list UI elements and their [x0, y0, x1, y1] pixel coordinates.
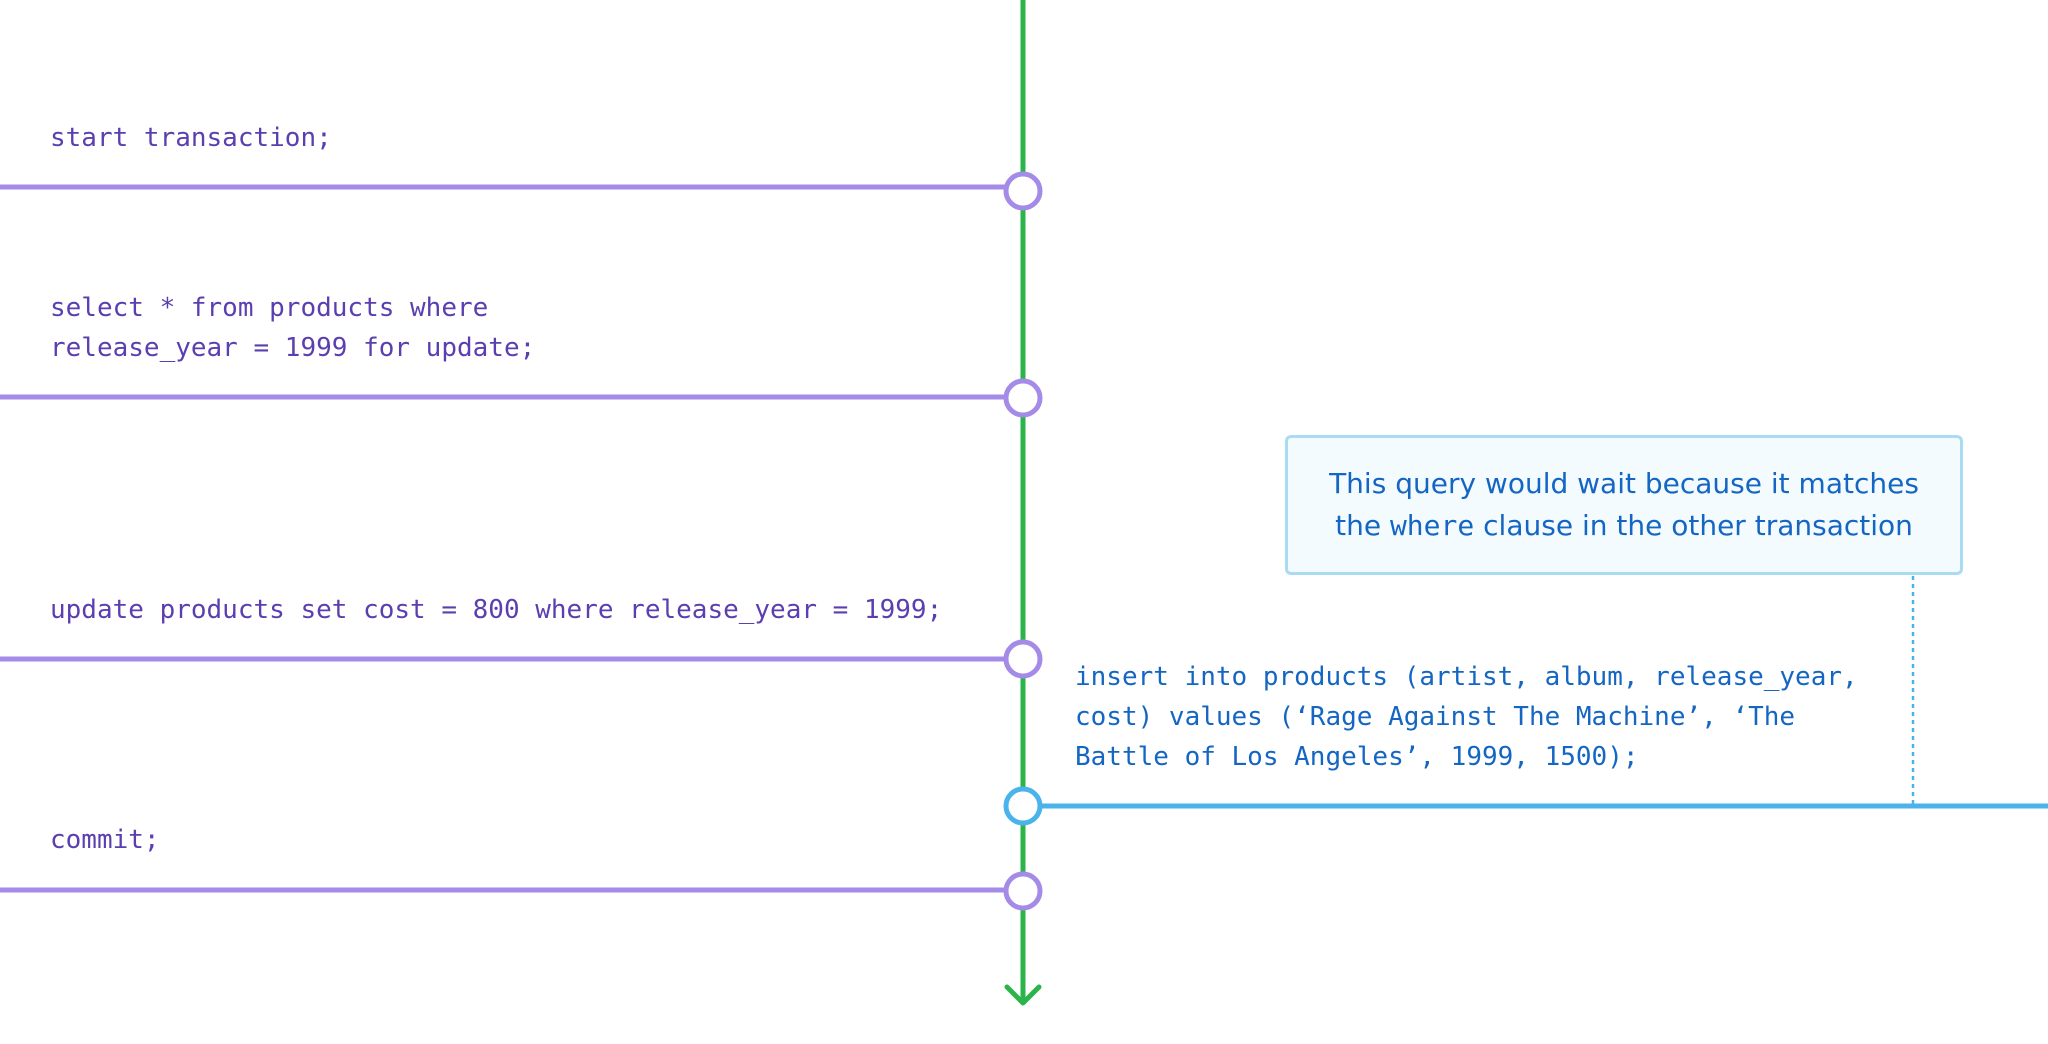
callout-line-2: the where clause in the other transactio… [1288, 505, 1960, 547]
statement-line: insert into products (artist, album, rel… [1075, 662, 1858, 692]
statement-line: cost) values (‘Rage Against The Machine’… [1075, 702, 1796, 732]
statement-line: Battle of Los Angeles’, 1999, 1500); [1075, 742, 1639, 772]
callout-text: clause in the other transaction [1474, 509, 1913, 542]
left-statement-commit: commit; [50, 820, 160, 860]
callout-text: the [1335, 509, 1390, 542]
statement-line: update products set cost = 800 where rel… [50, 595, 943, 625]
right-step-node-1 [1003, 786, 1043, 826]
callout-line-1: This query would wait because it matches [1329, 467, 1919, 500]
left-step-node-1 [1003, 171, 1043, 211]
statement-line: start transaction; [50, 123, 332, 153]
callout-keyword: where [1389, 509, 1475, 542]
left-step-node-3 [1003, 639, 1043, 679]
lock-wait-callout: This query would wait because it matches… [1285, 435, 1963, 575]
left-statement-select-for-update: select * from products where release_yea… [50, 288, 535, 368]
statement-line: select * from products where [50, 293, 489, 323]
statement-line: release_year = 1999 for update; [50, 333, 536, 363]
left-statement-update: update products set cost = 800 where rel… [50, 590, 942, 630]
right-statement-insert: insert into products (artist, album, rel… [1075, 657, 1858, 777]
left-step-node-2 [1003, 378, 1043, 418]
left-step-node-4 [1003, 871, 1043, 911]
timeline-arrowhead-icon [1004, 984, 1042, 1006]
statement-line: commit; [50, 825, 160, 855]
left-statement-start-transaction: start transaction; [50, 118, 332, 158]
